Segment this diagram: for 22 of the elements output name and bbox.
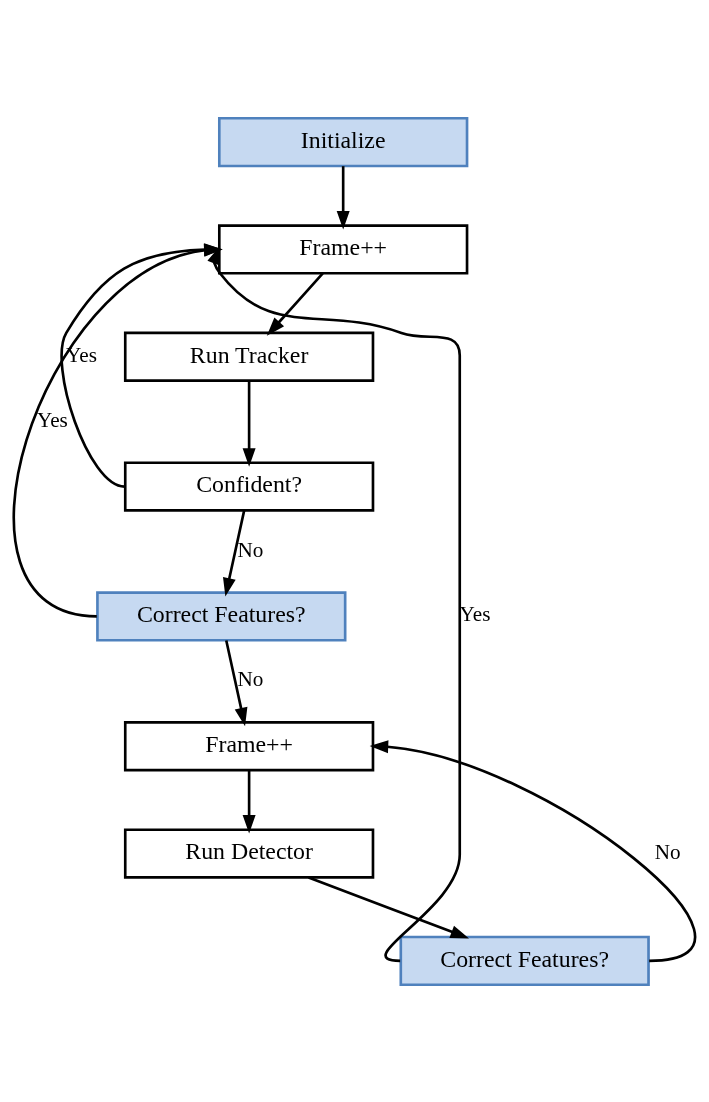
arrow: [225, 639, 248, 726]
arrow: [308, 875, 470, 938]
edge-label: Yes: [36, 407, 68, 432]
node-box: Frame++: [218, 223, 469, 275]
node-box: Run Tracker: [123, 331, 375, 382]
edge-label: Yes: [459, 601, 491, 626]
arrow: [242, 769, 256, 834]
arrow: [369, 739, 696, 962]
arrow: [336, 165, 350, 229]
edge-label: No: [237, 537, 264, 562]
arrow: [242, 380, 256, 467]
arrow: [223, 509, 246, 596]
node-box: Initialize: [218, 116, 469, 167]
edge-label: Yes: [66, 342, 97, 367]
edge-label: No: [654, 839, 681, 864]
edge-label: No: [237, 666, 264, 691]
node-box: Correct Features?: [399, 935, 650, 986]
arrow: [266, 272, 324, 336]
node-box: Confident?: [123, 460, 375, 512]
node-box: Correct Features?: [96, 590, 347, 642]
node-box: Run Detector: [123, 827, 375, 879]
node-box: Frame++: [123, 720, 375, 771]
